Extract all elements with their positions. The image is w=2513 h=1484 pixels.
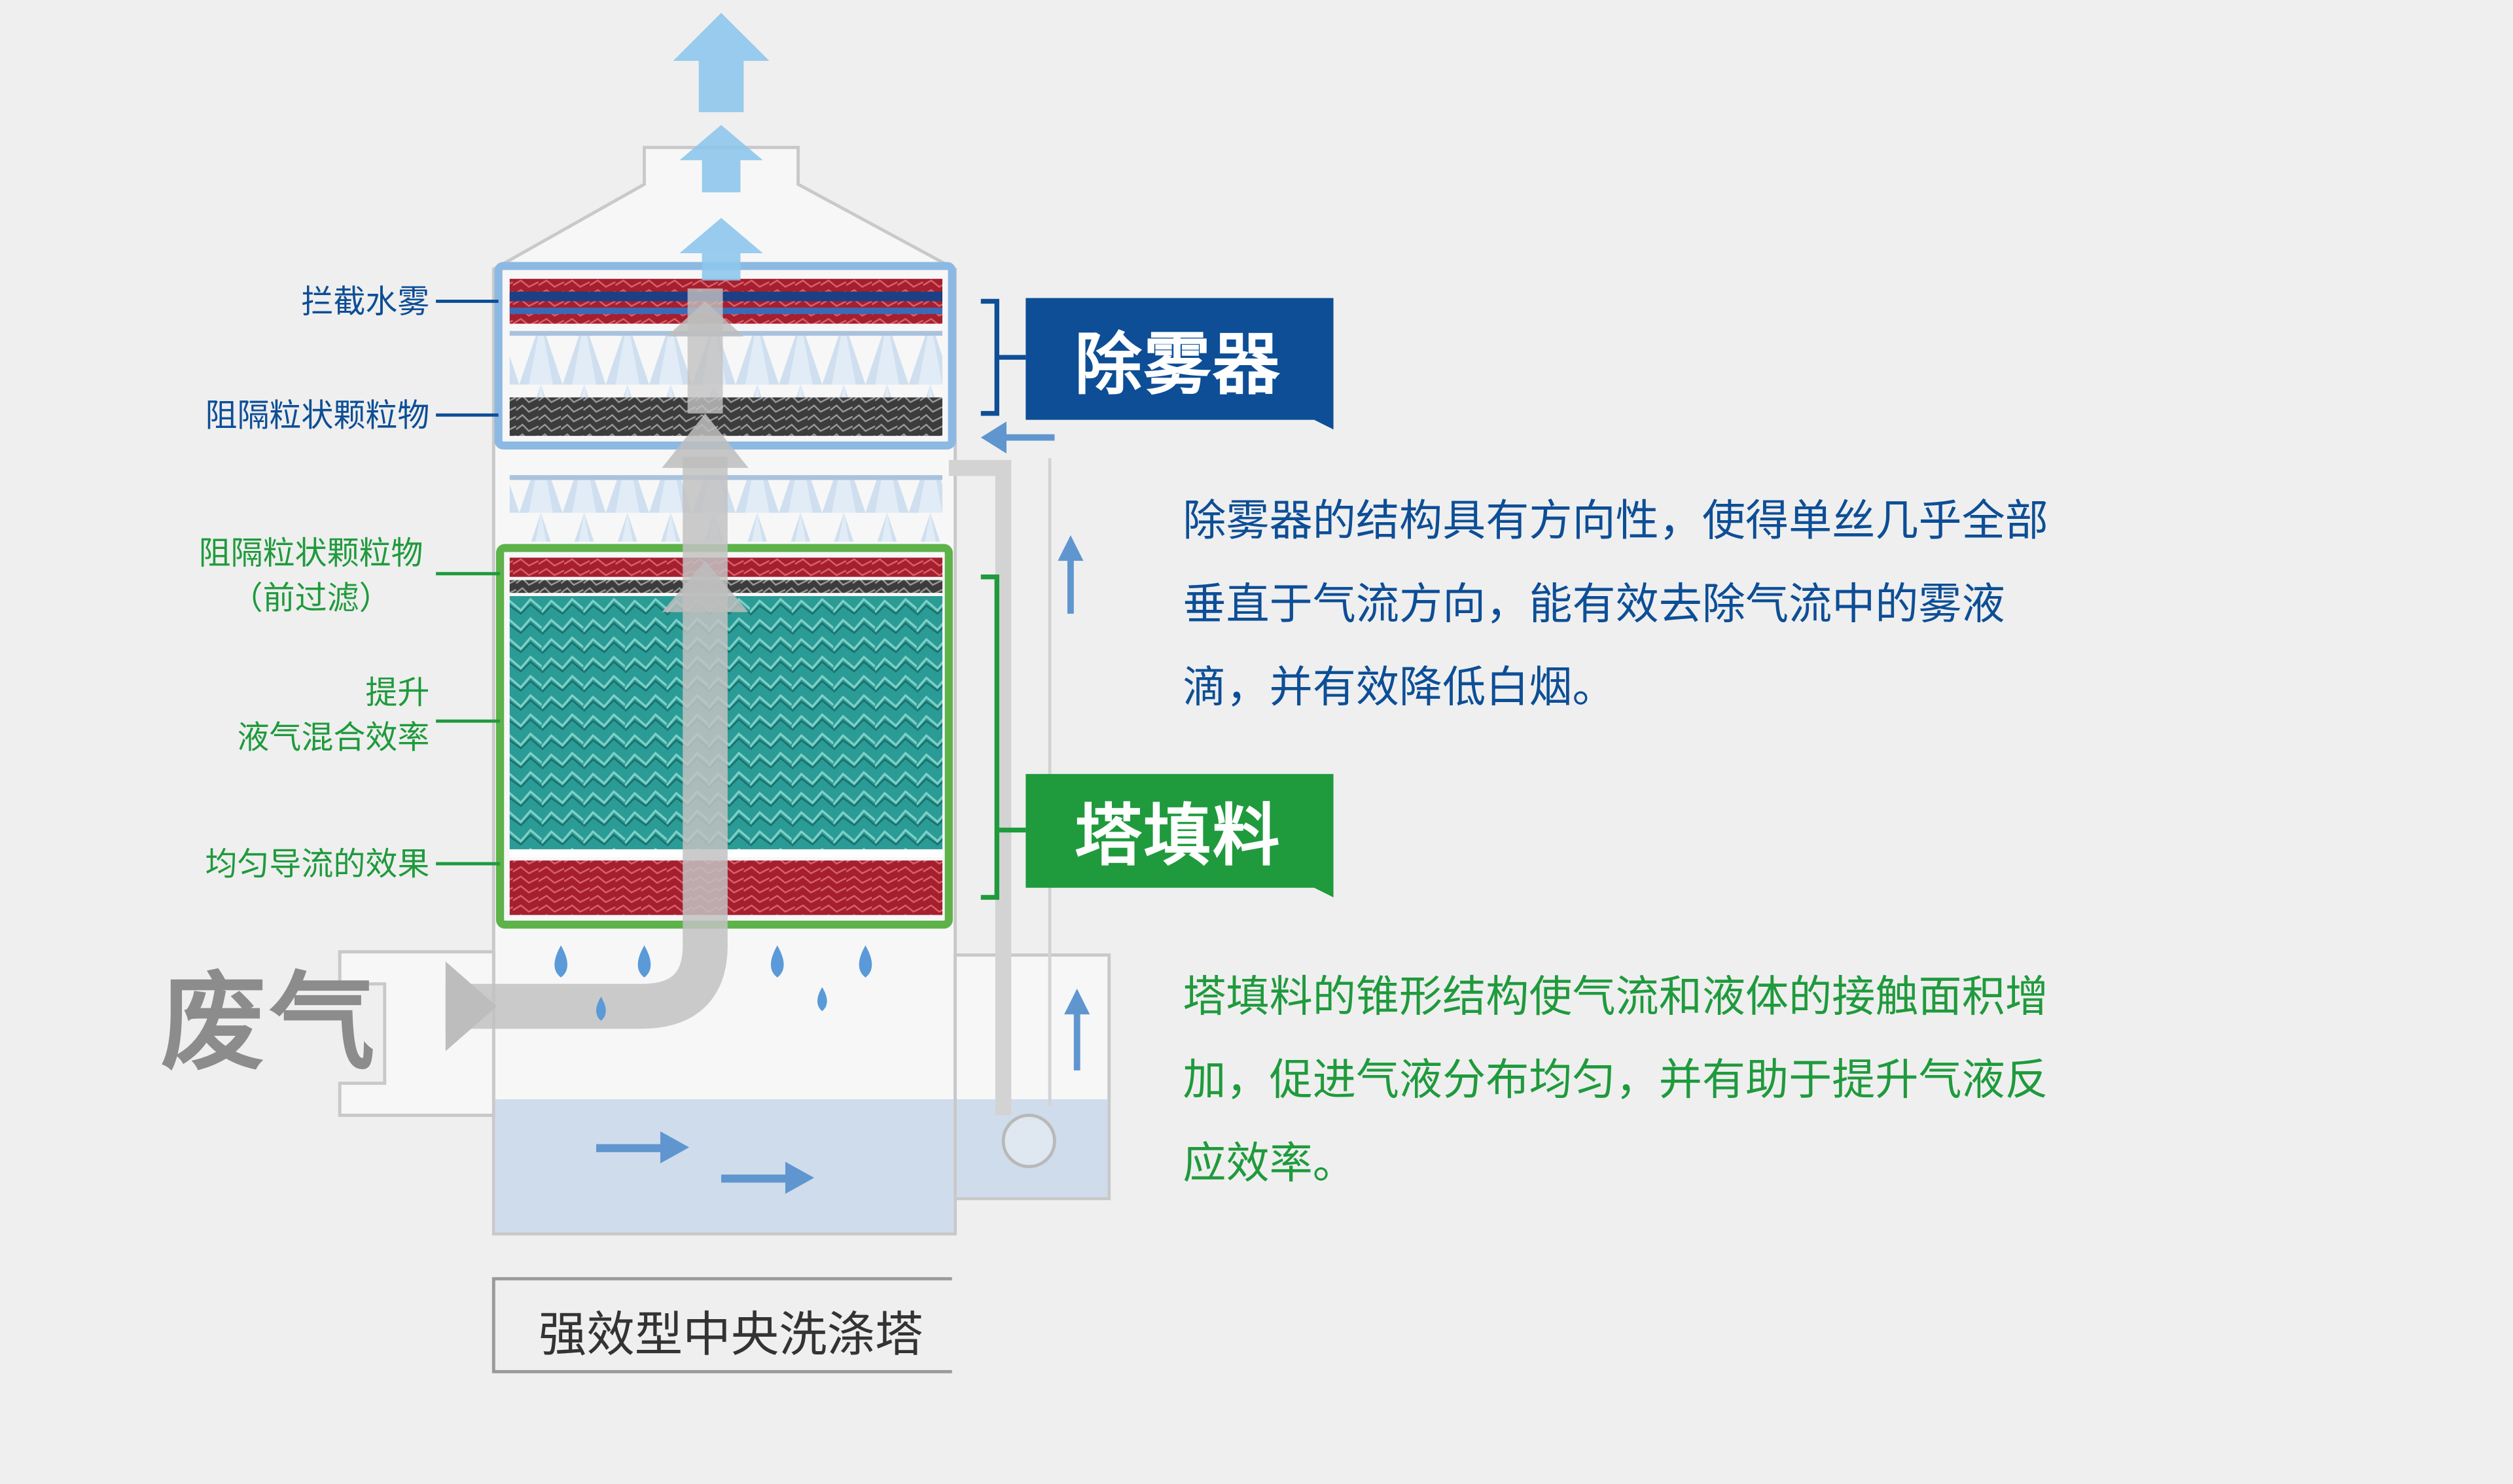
demister-block: [494, 262, 956, 450]
up-arrow-icon: [662, 413, 749, 468]
right-arrow-icon: [785, 1161, 815, 1194]
packing-description-line: 加，促进气液分布均匀，并有助于提升气液反: [1183, 1055, 2048, 1106]
label-block-particles-top: 阻隔粒状颗粒物: [205, 395, 430, 434]
water-drop-icon: [859, 945, 872, 978]
demister-description-line: 除雾器的结构具有方向性，使得单丝几乎全部: [1183, 497, 2048, 547]
label-uniform-flow: 均匀导流的效果: [205, 844, 430, 883]
water-drops: [554, 945, 872, 1021]
label-lift-line1: 提升: [365, 673, 430, 712]
demister-bracket: [980, 298, 1026, 416]
gas-flow-arrow: [445, 288, 749, 1051]
water-drop-icon: [770, 945, 784, 978]
up-arrow-icon: [673, 12, 770, 113]
water-drop-icon: [637, 945, 651, 978]
left-arrow-icon: [980, 421, 1007, 454]
leader-lines: [436, 299, 501, 866]
up-arrow-icon: [1058, 535, 1084, 561]
spray-cones-upper: [509, 333, 943, 398]
packing-badge: 塔填料: [1075, 796, 1281, 875]
exhaust-arrows: [673, 12, 770, 281]
label-block-particles-pre-line2: （前过滤）: [230, 578, 391, 617]
water-drop-icon: [554, 945, 567, 978]
packing-description-line: 塔填料的锥形结构使气流和液体的接触面积增: [1183, 972, 2048, 1023]
demister-badge: 除雾器: [1075, 324, 1281, 403]
packing-badge-bg: [1025, 773, 1334, 898]
demister-description: 除雾器的结构具有方向性，使得单丝几乎全部 垂直于气流方向，能有效去除气流中的雾液…: [1183, 481, 2144, 731]
inlet-arrow-icon: [445, 961, 497, 1051]
up-arrow-icon: [679, 125, 763, 192]
label-lift-line2: 液气混合效率: [237, 718, 430, 756]
right-arrow-icon: [660, 1131, 690, 1163]
water-drop-icon: [817, 987, 827, 1012]
tower-name: 强效型中央洗涤塔: [538, 1307, 923, 1364]
packing-bracket: [980, 574, 1026, 900]
label-intercept-mist: 拦截水雾: [301, 282, 430, 321]
demister-description-line: 滴，并有效降低白烟。: [1183, 663, 1616, 713]
up-arrow-icon: [679, 218, 763, 281]
label-block-particles-pre: 阻隔粒状颗粒物 （前过滤）: [199, 531, 423, 620]
demister-description-line: 垂直于气流方向，能有效去除气流中的雾液: [1183, 580, 2005, 630]
demister-badge-bg: [1025, 298, 1334, 430]
up-arrow-icon: [1064, 989, 1090, 1015]
waste-gas-label: 废气: [160, 961, 378, 1085]
up-arrow-icon: [662, 561, 749, 612]
packing-description: 塔填料的锥形结构使气流和液体的接触面积增 加，促进气液分布均匀，并有助于提升气液…: [1183, 957, 2144, 1207]
packing-description-line: 应效率。: [1183, 1139, 1356, 1190]
label-block-particles-pre-line1: 阻隔粒状颗粒物: [198, 533, 423, 573]
tower-name-frame: [491, 1277, 952, 1373]
label-lift: 提升 液气混合效率: [237, 670, 429, 760]
water-drop-icon: [596, 997, 606, 1021]
return-arrows: [596, 421, 1090, 1194]
up-arrow-icon: [666, 301, 744, 337]
